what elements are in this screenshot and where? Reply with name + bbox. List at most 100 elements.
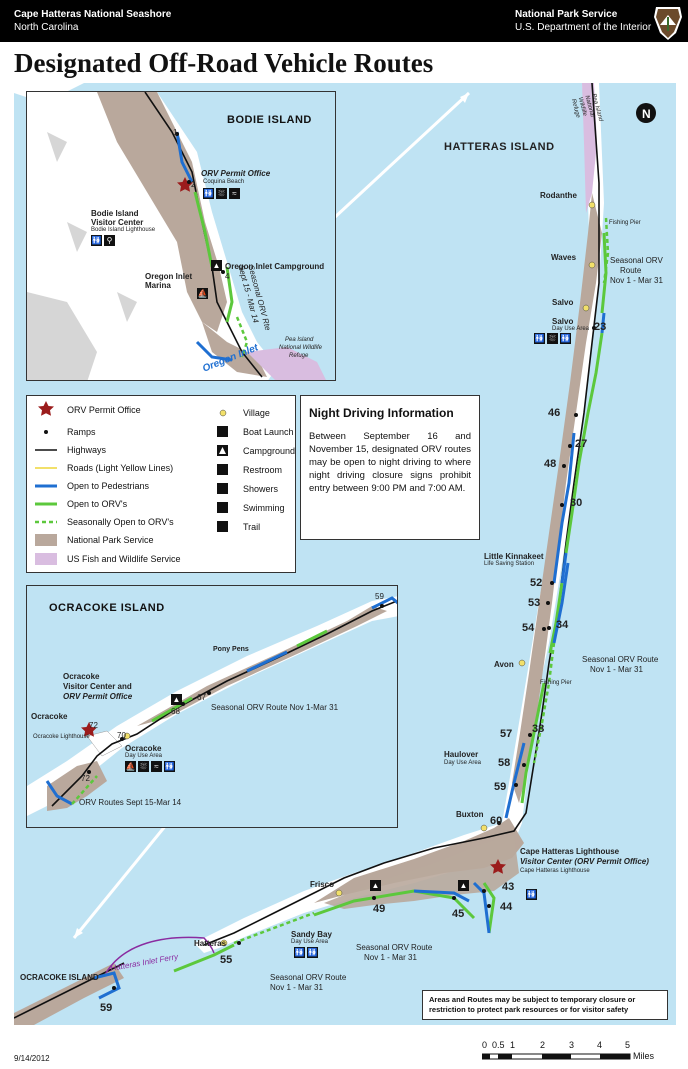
bodie-ramp-2: 2	[191, 180, 196, 189]
map-date: 9/14/2012	[14, 1054, 50, 1063]
scale-tick-2: 2	[540, 1040, 546, 1050]
ocr-boat-icon: ⛵	[125, 761, 136, 772]
lighthouse-vc-line1: Cape Hatteras Lighthouse	[520, 847, 620, 856]
seasonal-3-line1: Seasonal ORV Route	[356, 943, 433, 952]
bodie-ramp-1: 1	[173, 128, 178, 137]
bodie-campground-label: Oregon Inlet Campground	[225, 262, 325, 271]
hatteras-label: Hatteras	[194, 939, 227, 948]
svg-text:N: N	[642, 107, 651, 121]
ocr-seasonal-label: Seasonal ORV Route Nov 1-Mar 31	[211, 703, 339, 712]
ramp-34: 34	[556, 619, 569, 631]
salvo-dua-label: Salvo	[552, 317, 574, 326]
seasonal-1-line1: Seasonal ORV	[610, 256, 663, 265]
campground-icon-2: ▲	[458, 880, 469, 891]
bodie-orv-office: ORV Permit Office	[201, 169, 271, 178]
scale-bar-graphic	[482, 1053, 631, 1060]
legend-ramps: Ramps	[67, 427, 96, 437]
seasonal-2-line1: Seasonal ORV Route	[582, 655, 659, 664]
restroom-icon-5: 🚻	[307, 947, 318, 958]
buxton-label: Buxton	[456, 810, 484, 819]
park-name: Cape Hatteras National Seashore	[14, 9, 172, 20]
restroom-icon-3: 🚻	[526, 889, 537, 900]
ramp-38: 38	[532, 723, 545, 735]
bodie-vc-trail-icon: ⚲	[104, 235, 115, 246]
ocr-vc-line2: Visitor Center and	[63, 682, 132, 691]
pony-pens-label: Pony Pens	[213, 646, 249, 653]
lighthouse-sub: Cape Hatteras Lighthouse	[520, 868, 590, 874]
header-bar: Cape Hatteras National Seashore North Ca…	[0, 0, 688, 42]
scale-tick-4: 4	[597, 1040, 603, 1050]
haulover-label: Haulover	[444, 750, 479, 759]
restroom-icon: 🚻	[534, 333, 545, 344]
ramp-59-ocracoke: 59	[100, 1002, 113, 1014]
seasonal-2-line2: Nov 1 - Mar 31	[590, 665, 643, 674]
scale-tick-5: 5	[625, 1040, 631, 1050]
restroom-icon-2: 🚻	[560, 333, 571, 344]
ramp-59: 59	[494, 781, 507, 793]
ramp-44: 44	[500, 901, 513, 913]
bodie-island-inset[interactable]: BODIE ISLAND 1 ORV Permit Office Coquina…	[26, 91, 336, 381]
ocr-swim-icon: ≈	[151, 761, 162, 772]
bodie-vc-restroom-icon: 🚻	[91, 235, 102, 246]
ocr-ramp-59: 59	[375, 592, 384, 601]
seasonal-1-line3: Nov 1 - Mar 31	[610, 276, 663, 285]
seasonal-3-line2: Nov 1 - Mar 31	[364, 953, 417, 962]
waves-label: Waves	[551, 253, 577, 262]
ocr-routes-label: ORV Routes Sept 15-Mar 14	[79, 798, 182, 807]
ramp-54: 54	[522, 622, 535, 634]
fishing-pier-1-label: Fishing Pier	[609, 220, 641, 226]
legend-orv: Open to ORV's	[67, 499, 128, 509]
legend-boat: Boat Launch	[243, 427, 294, 437]
bodie-vc-sub: Bodie Island Lighthouse	[91, 227, 156, 233]
bodie-swim-icon: ≈	[229, 188, 240, 199]
legend-swimming: Swimming	[243, 503, 285, 513]
department-name: U.S. Department of the Interior	[515, 22, 652, 33]
night-driving-title: Night Driving Information	[309, 406, 454, 420]
bodie-restroom-icon: 🚻	[203, 188, 214, 199]
bodie-vc-line1: Bodie Island	[91, 209, 139, 218]
main-map: N	[14, 83, 656, 1025]
ramp-52: 52	[530, 577, 543, 589]
scale-unit: Miles	[633, 1051, 655, 1061]
haulover-sub: Day Use Area	[444, 760, 482, 766]
ocr-vc-line1: Ocracoke	[63, 672, 100, 681]
ocr-restroom-icon: 🚻	[164, 761, 175, 772]
rodanthe-label: Rodanthe	[540, 191, 577, 200]
bodie-inset-title: BODIE ISLAND	[227, 114, 312, 126]
ramp-30: 30	[570, 497, 583, 509]
ramp-57: 57	[500, 728, 513, 740]
ramp-27: 27	[575, 438, 588, 450]
seasonal-1-line2: Route	[620, 266, 642, 275]
scale-bar: 0 0.5 1 2 3 4 5 Miles	[478, 1040, 678, 1065]
restroom-icon-4: 🚻	[294, 947, 305, 958]
night-driving-box: Night Driving Information Between Septem…	[300, 395, 480, 540]
bodie-ramp-4: 4	[225, 272, 230, 281]
legend-restroom: Restroom	[243, 465, 283, 475]
bodie-coquina: Coquina Beach	[203, 179, 245, 185]
campground-icon: ▲	[370, 880, 381, 891]
scale-tick-0: 0	[482, 1040, 488, 1050]
ocr-ramp-68: 68	[171, 707, 180, 716]
bodie-marina-line1: Oregon Inlet	[145, 272, 193, 281]
legend-showers: Showers	[243, 484, 279, 494]
ocr-lighthouse-label: Ocracoke Lighthouse	[33, 734, 90, 740]
salvo-label: Salvo	[552, 298, 574, 307]
park-state: North Carolina	[14, 22, 79, 33]
ramp-58: 58	[498, 757, 511, 769]
map-frame[interactable]: N HATTERAS ISLAND Pea Island National Wi…	[14, 83, 676, 1025]
frisco-label: Frisco	[310, 880, 335, 889]
ocr-ramp-72a: 72	[89, 721, 98, 730]
legend-pedestrians: Open to Pedestrians	[67, 481, 150, 491]
ocracoke-island-main-label: OCRACOKE ISLAND	[20, 973, 99, 982]
ocr-dua-sub: Day Use Area	[125, 753, 163, 759]
bodie-pea-1: Pea Island	[285, 337, 314, 343]
ocr-ramp-67: 67	[197, 693, 206, 702]
ocracoke-island-inset[interactable]: OCRACOKE ISLAND 59 Pony Pens Ocracoke Vi…	[26, 585, 398, 828]
ocracoke-inset-map	[27, 586, 397, 827]
ocracoke-inset-title: OCRACOKE ISLAND	[49, 602, 165, 614]
legend-roads: Roads (Light Yellow Lines)	[67, 463, 174, 473]
bodie-shower-icon: ⛆	[216, 188, 227, 199]
lighthouse-vc-line2: Visitor Center (ORV Permit Office)	[520, 857, 649, 866]
shower-icon: ⛆	[547, 333, 558, 344]
hatteras-island-label: HATTERAS ISLAND	[444, 141, 555, 153]
